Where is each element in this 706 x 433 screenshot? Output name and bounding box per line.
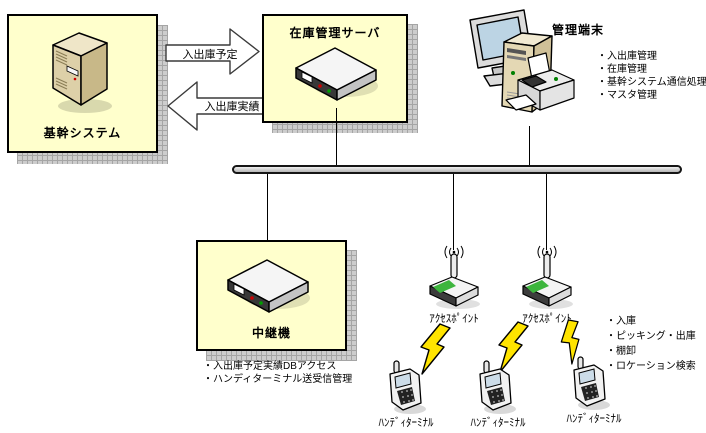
link-terminal-to-bus <box>529 126 530 167</box>
flow-to-server-label: 入出庫予定 <box>182 49 238 61</box>
handy-function-item: ・ピッキング・出庫 <box>606 331 696 342</box>
wireless-bolt-icon <box>560 319 580 365</box>
handy-terminal-1-label: ﾊﾝﾃﾞｨﾀｰﾐﾅﾙ <box>378 417 434 429</box>
tower-server-icon <box>52 32 112 113</box>
terminal-function-item: ・入出庫管理 <box>597 51 657 62</box>
handy-terminal-icon <box>573 356 610 410</box>
workstation-printer-icon <box>469 9 575 113</box>
management-terminal-label: 管理端末 <box>552 23 605 37</box>
wireless-bolt-icon <box>420 323 451 375</box>
relay-note-item: ・入出庫予定実績DBアクセス <box>203 361 337 372</box>
access-point-1-label: ｱｸｾｽﾎﾟｲﾝﾄ <box>429 313 479 325</box>
access-point-2-label: ｱｸｾｽﾎﾟｲﾝﾄ <box>522 313 572 325</box>
handy-terminal-icon <box>479 360 516 414</box>
relay-label: 中継機 <box>251 326 291 340</box>
network-bus <box>232 165 682 174</box>
terminal-function-item: ・マスタ管理 <box>597 90 657 101</box>
link-bus-to-relay <box>267 174 268 262</box>
inventory-server-box: 在庫管理サーバ <box>262 14 408 123</box>
link-inventory-to-bus <box>336 108 337 167</box>
arrow-right-icon <box>165 28 260 75</box>
management-terminal-functions: ・入出庫管理 ・在庫管理 ・基幹システム通信処理 ・マスタ管理 <box>597 50 706 102</box>
core-system-box: 基幹システム <box>7 14 158 153</box>
relay-box: 中継機 <box>196 240 347 351</box>
access-point-icon <box>429 245 480 309</box>
handy-function-item: ・入庫 <box>606 316 636 327</box>
rack-server-icon <box>295 47 378 101</box>
core-system-label: 基幹システム <box>43 126 122 140</box>
link-bus-to-ap2 <box>546 174 547 250</box>
rack-server-icon <box>227 259 310 313</box>
handy-function-item: ・ロケーション検索 <box>606 361 696 372</box>
access-point-icon <box>522 245 573 309</box>
flow-to-core-label: 入出庫実績 <box>204 101 260 113</box>
terminal-function-item: ・基幹システム通信処理 <box>597 77 706 88</box>
terminal-function-item: ・在庫管理 <box>597 64 647 75</box>
relay-notes: ・入出庫予定実績DBアクセス ・ハンディターミナル送受信管理 <box>203 360 352 386</box>
link-bus-to-ap1 <box>453 174 454 250</box>
relay-note-item: ・ハンディターミナル送受信管理 <box>203 374 353 385</box>
inventory-server-label: 在庫管理サーバ <box>289 26 381 40</box>
handy-terminal-icon <box>389 360 426 414</box>
wireless-bolt-icon <box>498 321 529 373</box>
arrow-left-icon <box>167 81 266 131</box>
handy-terminal-functions: ・入庫 ・ピッキング・出庫 ・棚卸 ・ロケーション検索 <box>606 314 696 374</box>
handy-function-item: ・棚卸 <box>606 346 636 357</box>
handy-terminal-2-label: ﾊﾝﾃﾞｨﾀｰﾐﾅﾙ <box>470 417 526 429</box>
handy-terminal-3-label: ﾊﾝﾃﾞｨﾀｰﾐﾅﾙ <box>566 413 622 425</box>
